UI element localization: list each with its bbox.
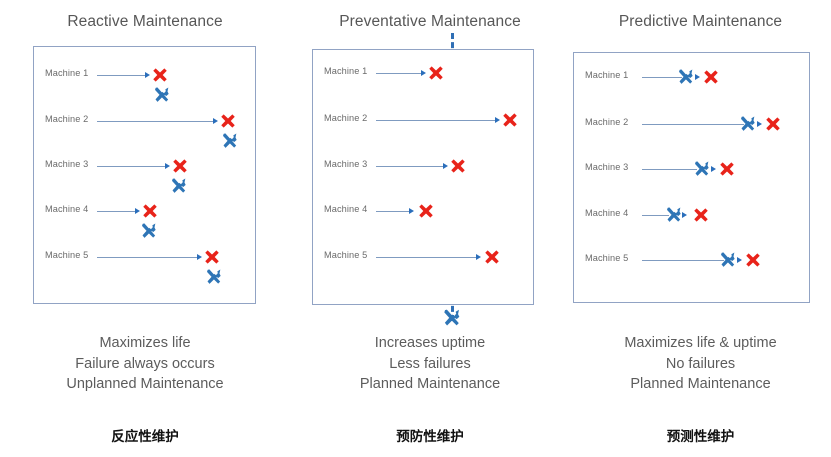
row-label: Machine 4 xyxy=(324,204,368,214)
chart-box-preventative: Machine 1 Machine 2 Machine 3 xyxy=(312,49,534,305)
red-x-failure-icon xyxy=(427,64,445,82)
blue-crossed-tools-icon xyxy=(441,307,463,329)
red-x-failure-icon xyxy=(219,112,237,130)
red-x-failure-icon xyxy=(702,68,720,86)
right-arrow-head-icon xyxy=(135,207,140,214)
blue-crossed-tools-icon xyxy=(204,267,224,287)
timeline-line xyxy=(376,120,495,121)
right-arrow-head-icon xyxy=(145,71,150,78)
timeline-line xyxy=(376,166,443,167)
row-label: Machine 5 xyxy=(585,253,629,263)
red-x-failure-icon xyxy=(141,202,159,220)
caption-line: Unplanned Maintenance xyxy=(66,376,224,392)
row-label: Machine 1 xyxy=(585,70,629,80)
caption-line: Failure always occurs xyxy=(75,355,215,372)
red-x-failure-icon xyxy=(764,115,782,133)
timeline-line xyxy=(97,166,165,167)
right-arrow-head-icon xyxy=(757,120,762,127)
chart-box-predictive: Machine 1 Machine 2 xyxy=(573,52,810,303)
right-arrow-head-icon xyxy=(165,162,170,169)
row-label: Machine 3 xyxy=(324,159,368,169)
right-arrow-head-icon xyxy=(695,73,700,80)
row-label: Machine 1 xyxy=(45,68,89,78)
red-x-failure-icon xyxy=(203,248,221,266)
panel-preventative: Preventative Maintenance Machine 1 Machi… xyxy=(290,0,570,457)
blue-crossed-tools-icon xyxy=(692,159,712,179)
row-label: Machine 5 xyxy=(45,250,89,260)
timeline-line xyxy=(642,215,669,216)
caption-line: No failures xyxy=(665,355,736,372)
panel-caption-zh-reactive: 反应性维护 xyxy=(111,429,179,444)
blue-crossed-tools-icon xyxy=(220,131,240,151)
red-x-failure-icon xyxy=(171,157,189,175)
right-arrow-head-icon xyxy=(197,253,202,260)
blue-crossed-tools-icon xyxy=(169,176,189,196)
right-arrow-head-icon xyxy=(495,116,500,123)
panel-title-preventative: Preventative Maintenance xyxy=(339,13,521,30)
right-arrow-head-icon xyxy=(409,207,414,214)
red-x-failure-icon xyxy=(483,248,501,266)
right-arrow-head-icon xyxy=(711,165,716,172)
timeline-line xyxy=(642,77,682,78)
caption-line: Maximizes life & uptime xyxy=(624,335,777,351)
red-x-failure-icon xyxy=(718,160,736,178)
panel-title-reactive: Reactive Maintenance xyxy=(67,13,223,30)
chart-box-reactive: Machine 1 Machine 2 xyxy=(33,46,256,304)
panel-caption-preventative: Increases uptime Less failures Planned M… xyxy=(290,333,570,395)
red-x-failure-icon xyxy=(417,202,435,220)
timeline-line xyxy=(642,124,744,125)
timeline-line xyxy=(97,257,197,258)
blue-crossed-tools-icon xyxy=(676,67,696,87)
row-label: Machine 2 xyxy=(45,114,89,124)
red-x-failure-icon xyxy=(744,251,762,269)
row-label: Machine 2 xyxy=(585,117,629,127)
row-label: Machine 4 xyxy=(585,208,629,218)
row-label: Machine 3 xyxy=(585,162,629,172)
timeline-line xyxy=(97,75,145,76)
row-label: Machine 5 xyxy=(324,250,368,260)
red-x-failure-icon xyxy=(692,206,710,224)
caption-line: Planned Maintenance xyxy=(630,376,771,392)
right-arrow-head-icon xyxy=(443,162,448,169)
panel-caption-predictive: Maximizes life & uptime No failures Plan… xyxy=(570,333,831,395)
blue-crossed-tools-icon xyxy=(738,114,758,134)
right-arrow-head-icon xyxy=(213,117,218,124)
blue-crossed-tools-icon xyxy=(718,250,738,270)
timeline-line xyxy=(97,121,213,122)
panel-predictive: Predictive Maintenance Machine 1 xyxy=(570,0,831,457)
caption-line: Increases uptime xyxy=(374,335,486,351)
row-label: Machine 4 xyxy=(45,204,89,214)
panel-caption-zh-predictive: 预测性维护 xyxy=(666,429,735,444)
panel-title-predictive: Predictive Maintenance xyxy=(618,13,783,30)
timeline-line xyxy=(642,260,724,261)
red-x-failure-icon xyxy=(449,157,467,175)
blue-crossed-tools-icon xyxy=(152,85,172,105)
right-arrow-head-icon xyxy=(737,256,742,263)
red-x-failure-icon xyxy=(151,66,169,84)
caption-line: Planned Maintenance xyxy=(359,376,501,392)
timeline-line xyxy=(376,257,476,258)
caption-line: Maximizes life xyxy=(99,335,191,351)
timeline-line xyxy=(376,211,409,212)
panel-reactive: Reactive Maintenance Machine 1 xyxy=(0,0,290,457)
row-label: Machine 1 xyxy=(324,66,368,76)
red-x-failure-icon xyxy=(501,111,519,129)
right-arrow-head-icon xyxy=(421,69,426,76)
timeline-line xyxy=(642,169,697,170)
blue-crossed-tools-icon xyxy=(664,205,684,225)
blue-crossed-tools-icon xyxy=(139,221,159,241)
panel-caption-zh-preventative: 预防性维护 xyxy=(396,429,464,444)
timeline-line xyxy=(97,211,135,212)
caption-line: Less failures xyxy=(389,355,471,372)
timeline-line xyxy=(376,73,421,74)
right-arrow-head-icon xyxy=(682,211,687,218)
row-label: Machine 2 xyxy=(324,113,368,123)
row-label: Machine 3 xyxy=(45,159,89,169)
panel-caption-reactive: Maximizes life Failure always occurs Unp… xyxy=(0,333,290,395)
right-arrow-head-icon xyxy=(476,253,481,260)
